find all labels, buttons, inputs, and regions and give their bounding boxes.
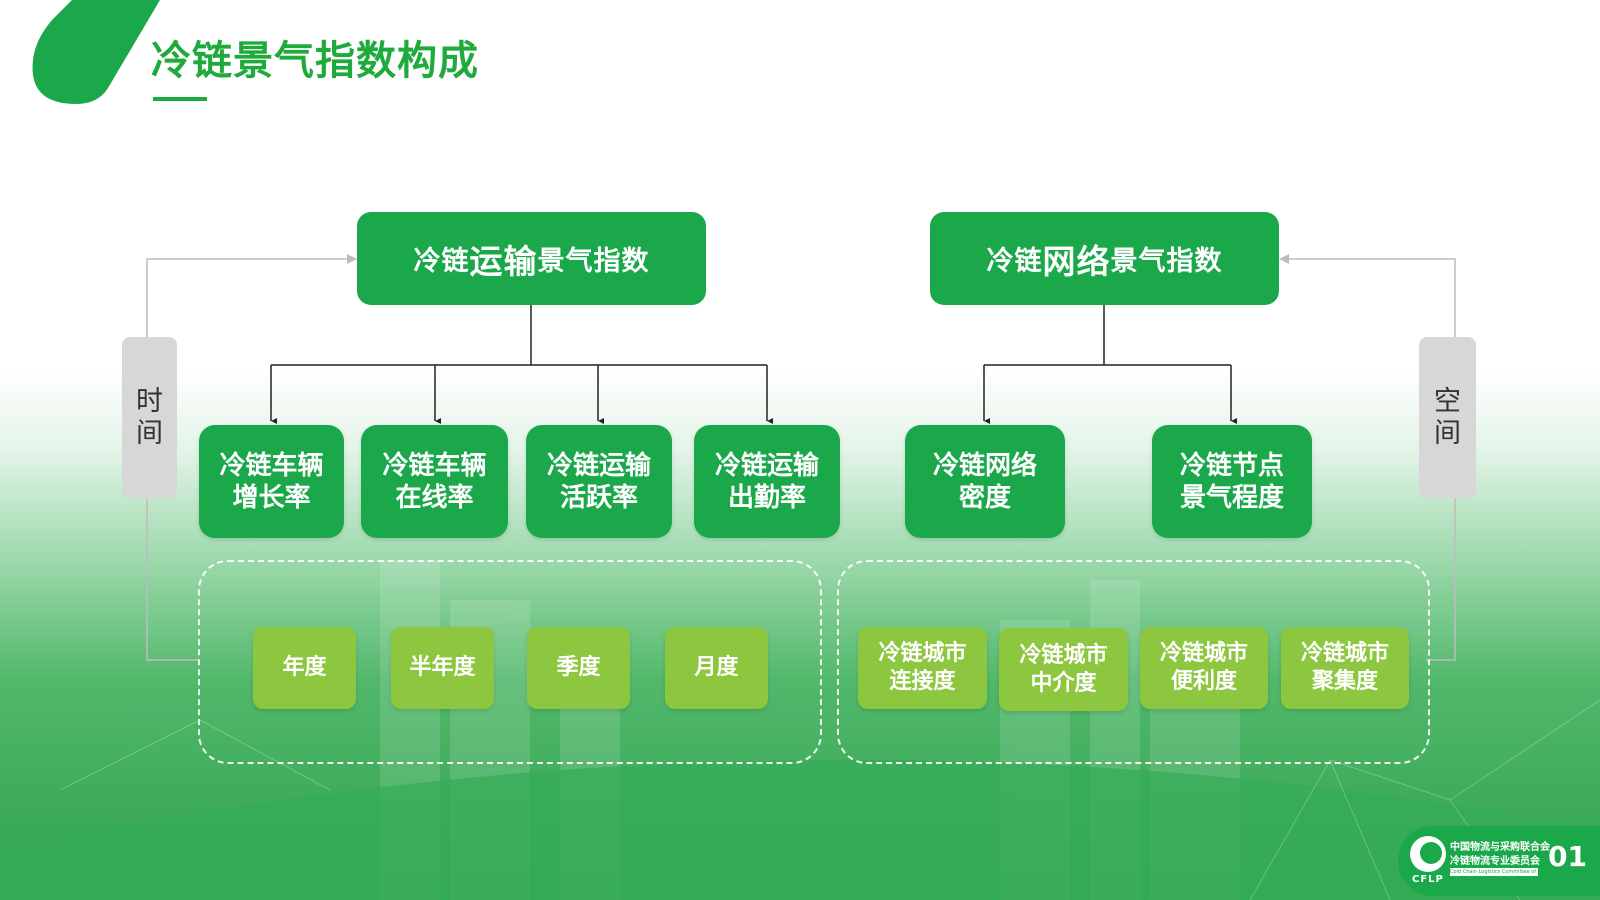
cflp-logo-icon (1410, 836, 1446, 872)
metric-label: 冷链运输出勤率 (714, 450, 819, 513)
leaf-label: 冷链城市便利度 (1159, 641, 1248, 694)
org-name-english: Cold Chain Logistics Committee of CFLP (1450, 868, 1538, 876)
time-quarterly: 季度 (527, 627, 630, 709)
metric-label: 冷链车辆在线率 (382, 450, 487, 513)
org-name-line2: 冷链物流专业委员会 (1450, 856, 1540, 867)
space-city-connectivity: 冷链城市连接度 (858, 627, 987, 709)
time-semiannual: 半年度 (391, 627, 494, 709)
space-city-convenience: 冷链城市便利度 (1140, 627, 1268, 709)
metric-network-density: 冷链网络密度 (905, 425, 1065, 538)
metric-vehicle-growth-rate: 冷链车辆增长率 (199, 425, 344, 538)
metric-label: 冷链车辆增长率 (219, 450, 324, 513)
transport-index-box: 冷链运输景气指数 (357, 212, 706, 305)
metric-transport-attendance-rate: 冷链运输出勤率 (694, 425, 840, 538)
metric-node-prosperity-degree: 冷链节点景气程度 (1152, 425, 1312, 538)
leaf-label: 年度 (282, 655, 327, 680)
time-label-text: 时间 (136, 385, 163, 449)
network-index-prefix: 冷链 (986, 246, 1043, 277)
network-index-emphasis: 网络 (1042, 241, 1111, 281)
leaf-label: 冷链城市中介度 (1019, 642, 1108, 696)
metric-label: 冷链网络密度 (932, 450, 1037, 513)
page-title: 冷链景气指数构成 (151, 38, 479, 84)
leaf-label: 月度 (694, 655, 739, 680)
leaf-label: 冷链城市连接度 (878, 641, 967, 694)
network-index-suffix: 景气指数 (1110, 246, 1223, 277)
time-monthly: 月度 (665, 627, 768, 709)
logo-cflp-text: CFLP (1412, 874, 1444, 885)
space-city-agglomeration: 冷链城市聚集度 (1281, 627, 1409, 709)
metric-transport-activity-rate: 冷链运输活跃率 (526, 425, 672, 538)
org-name-line1: 中国物流与采购联合会 (1450, 842, 1550, 853)
metric-label: 冷链运输活跃率 (546, 450, 651, 513)
footer-logo-block: CFLP 中国物流与采购联合会 冷链物流专业委员会 Cold Chain Log… (1398, 826, 1600, 896)
time-annual: 年度 (253, 627, 356, 709)
leaf-label: 冷链城市聚集度 (1300, 641, 1389, 694)
time-dimension-label: 时间 (122, 337, 177, 498)
leaf-label: 季度 (556, 655, 601, 680)
title-underline (153, 97, 207, 101)
leaf-label: 半年度 (409, 655, 476, 680)
transport-index-emphasis: 运输 (469, 241, 538, 281)
metric-label: 冷链节点景气程度 (1179, 450, 1284, 513)
network-index-box: 冷链网络景气指数 (930, 212, 1279, 305)
space-label-text: 空间 (1434, 385, 1461, 449)
space-city-betweenness: 冷链城市中介度 (999, 628, 1128, 711)
transport-index-prefix: 冷链 (413, 246, 470, 277)
space-dimension-group (837, 560, 1430, 764)
metric-vehicle-online-rate: 冷链车辆在线率 (361, 425, 508, 538)
time-dimension-group (198, 560, 822, 764)
transport-index-suffix: 景气指数 (537, 246, 650, 277)
page-number: 01 (1548, 840, 1587, 873)
space-dimension-label: 空间 (1419, 337, 1476, 498)
